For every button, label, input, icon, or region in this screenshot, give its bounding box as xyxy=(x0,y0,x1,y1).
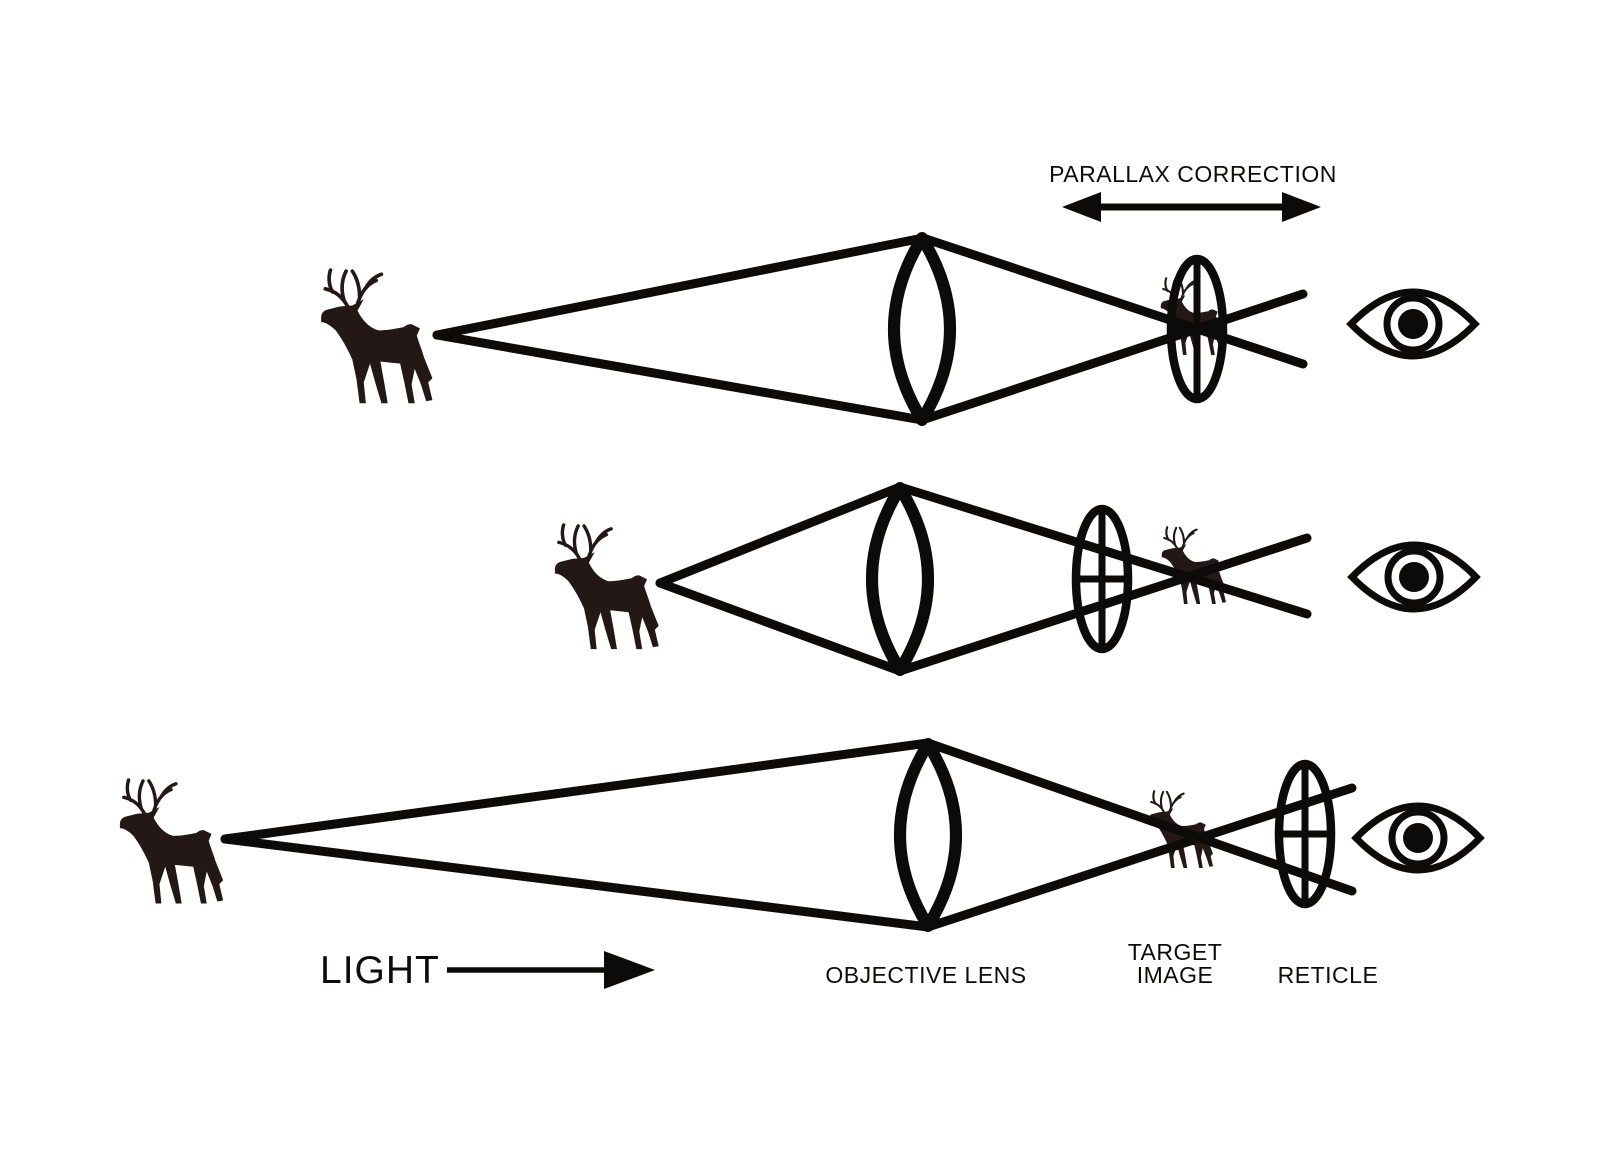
light-ray xyxy=(895,533,1312,676)
light-ray xyxy=(655,482,905,588)
target-image-label-line1: TARGET xyxy=(1128,939,1223,965)
caption-row: LIGHT OBJECTIVE LENS TARGET IMAGE RETICL… xyxy=(320,939,1378,992)
parallax-correction-label: PARALLAX CORRECTION xyxy=(1049,161,1337,187)
objective-lens-icon xyxy=(872,488,928,670)
light-ray xyxy=(432,233,928,340)
reticle-label: RETICLE xyxy=(1278,962,1379,988)
deer-target-icon xyxy=(118,778,225,906)
light-ray xyxy=(917,289,1308,425)
eye-icon xyxy=(1351,292,1475,356)
light-ray xyxy=(923,783,1357,932)
light-ray xyxy=(220,834,933,932)
reticle-icon xyxy=(1076,509,1128,649)
objective-lens-icon xyxy=(894,238,950,420)
deer-target-icon xyxy=(319,268,435,406)
diagram-row-1 xyxy=(319,233,1475,425)
deer-target-icon xyxy=(553,523,661,651)
parallax-correction-annotation: PARALLAX CORRECTION xyxy=(1049,161,1337,222)
light-ray xyxy=(220,738,933,844)
light-ray xyxy=(923,738,1357,896)
light-ray xyxy=(918,233,1308,369)
diagram-row-3 xyxy=(118,738,1480,932)
double-headed-arrow-icon xyxy=(1062,192,1321,222)
objective-lens-icon xyxy=(900,744,956,926)
light-ray xyxy=(655,578,905,676)
diagram-row-2 xyxy=(553,482,1476,676)
eye-icon xyxy=(1352,545,1476,609)
right-arrow-icon xyxy=(447,951,655,989)
target-image-label-line2: IMAGE xyxy=(1137,962,1214,988)
light-ray xyxy=(895,482,1312,619)
light-ray xyxy=(432,330,927,425)
light-label: LIGHT xyxy=(320,949,440,992)
eye-icon xyxy=(1356,806,1480,870)
objective-lens-label: OBJECTIVE LENS xyxy=(825,962,1026,988)
